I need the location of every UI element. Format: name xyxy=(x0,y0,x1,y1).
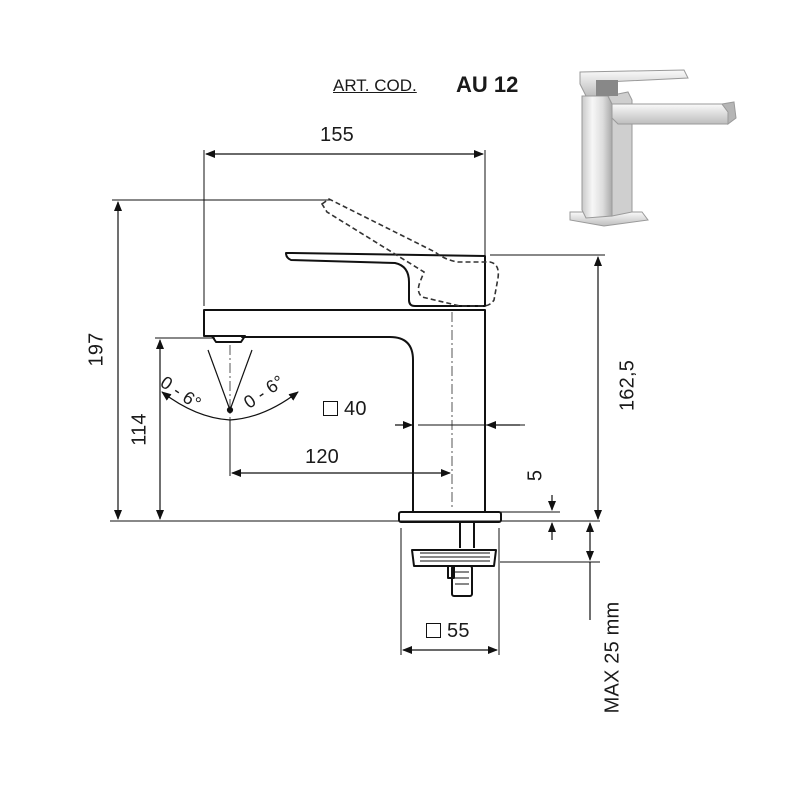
dimension-height-total: 197 xyxy=(85,332,108,367)
dimension-max-thickness: MAX 25 mm xyxy=(601,601,624,714)
dimension-height-spout: 114 xyxy=(128,413,151,446)
dimension-spout-reach: 120 xyxy=(305,446,339,468)
dimension-body-section: 40 xyxy=(323,398,367,421)
article-code-label: ART. COD. xyxy=(333,76,417,95)
square-symbol-icon xyxy=(426,623,441,638)
dimension-base-thickness: 5 xyxy=(524,469,547,482)
dimension-base-section: 55 xyxy=(426,620,470,643)
body-section-value: 40 xyxy=(344,398,367,420)
extension-lines xyxy=(110,150,605,655)
tilt-angle-indicator xyxy=(161,349,299,421)
product-photo xyxy=(569,69,737,227)
dimension-width-total: 155 xyxy=(320,124,354,146)
base-section-value: 55 xyxy=(447,620,470,642)
dimension-height-body: 162,5 xyxy=(616,359,639,412)
dimension-lines xyxy=(114,150,602,654)
article-code-value: AU 12 xyxy=(456,72,519,97)
faucet-outline xyxy=(203,252,502,597)
square-symbol-icon xyxy=(323,401,338,416)
handle-open-position xyxy=(320,198,500,307)
